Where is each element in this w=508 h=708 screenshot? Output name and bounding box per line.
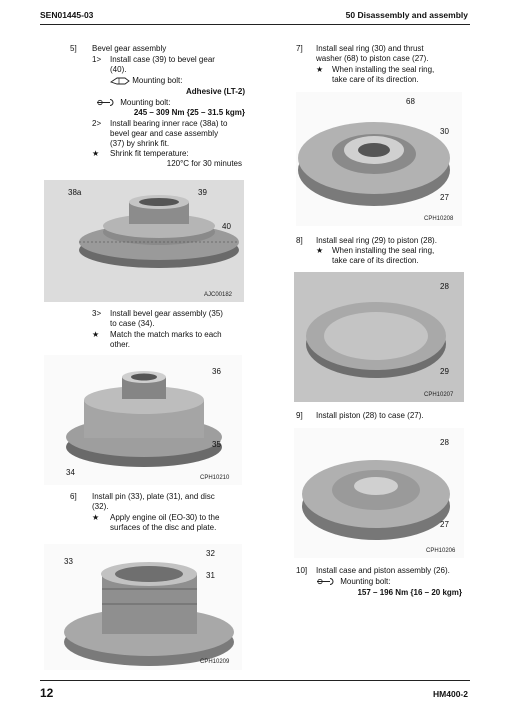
figure-seal-ring-thrust-washer: 68 30 27 CPH10208 (296, 92, 462, 226)
callout-label: 35 (212, 440, 221, 449)
star-note: ★ (316, 65, 324, 74)
callout-label: 39 (198, 188, 207, 197)
callout-label: 28 (440, 438, 449, 447)
callout-label: 36 (212, 367, 221, 376)
substep-text: Install case (39) to bevel gear (110, 55, 215, 64)
step-number: 6] (70, 492, 77, 501)
callout-label: 33 (64, 557, 73, 566)
callout-label: 30 (440, 127, 449, 136)
callout-label: 32 (206, 549, 215, 558)
step-title: Bevel gear assembly (92, 44, 167, 53)
figure-code: CPH10207 (424, 392, 454, 398)
footer-rule (40, 680, 470, 681)
step-number: 9] (296, 411, 303, 420)
mounting-bolt-label: Mounting bolt: (340, 577, 391, 586)
note-text: other. (110, 340, 131, 349)
figure-seal-ring-piston: 28 29 CPH10207 (294, 272, 464, 402)
substep-number: 3> (92, 309, 102, 318)
step-number: 8] (296, 236, 303, 245)
substep-number: 1> (92, 55, 102, 64)
step-text: washer (68) to piston case (27). (316, 54, 429, 63)
figure-code: CPH10208 (424, 216, 454, 222)
figure-bevel-gear-case: 38a 39 40 AJC00182 (44, 180, 244, 302)
callout-label: 28 (440, 282, 449, 291)
figure-code: CPH10210 (200, 475, 230, 481)
step-number: 10] (296, 566, 308, 575)
header-rule (40, 24, 470, 25)
substep-text: (40). (110, 65, 127, 74)
note-text: When installing the seal ring, (332, 246, 435, 255)
note-text: Match the match marks to each (110, 330, 222, 339)
step-text: Install piston (28) to case (27). (316, 411, 424, 420)
section-title: 50 Disassembly and assembly (345, 10, 468, 20)
wrench-icon (97, 99, 114, 107)
step-number: 7] (296, 44, 303, 53)
note-text: Apply engine oil (EO-30) to the (110, 513, 220, 522)
callout-label: 34 (66, 468, 75, 477)
mounting-bolt-label: Mounting bolt: (132, 76, 183, 85)
star-note: ★ (92, 149, 100, 158)
note-value: 120°C for 30 minutes (166, 159, 242, 168)
mounting-bolt-label: Mounting bolt: (120, 98, 171, 107)
torque-spec: 157 – 196 Nm {16 – 20 kgm} (357, 588, 462, 597)
callout-label: 40 (222, 222, 231, 231)
note-text: take care of its direction. (332, 256, 419, 265)
substep-text: to case (34). (110, 319, 155, 328)
star-note: ★ (316, 246, 324, 255)
note-text: surfaces of the disc and plate. (110, 523, 217, 532)
step-number: 5] (70, 44, 77, 53)
model-name: HM400-2 (433, 689, 468, 699)
callout-label: 31 (206, 571, 215, 580)
callout-label: 38a (68, 188, 82, 197)
substep-text: Install bearing inner race (38a) to (110, 119, 228, 128)
figure-code: CPH10206 (426, 548, 456, 554)
substep-text: (37) by shrink fit. (110, 139, 170, 148)
substep-number: 2> (92, 119, 102, 128)
figure-pin-plate-disc: 33 32 31 CPH10209 (44, 544, 242, 670)
adhesive-spec: Adhesive (LT-2) (186, 87, 245, 96)
wrench-icon (317, 578, 334, 586)
note-text: Shrink fit temperature: (110, 149, 189, 158)
callout-label: 29 (440, 367, 449, 376)
document-id: SEN01445-03 (40, 10, 94, 20)
adhesive-tube-icon (110, 77, 130, 85)
step-text: Install case and piston assembly (26). (316, 566, 450, 575)
torque-line: Mounting bolt: (96, 98, 171, 109)
star-note: ★ (92, 330, 100, 339)
star-note: ★ (92, 513, 100, 522)
torque-spec: 245 – 309 Nm {25 – 31.5 kgm} (133, 108, 245, 117)
adhesive-line: Mounting bolt: (110, 76, 183, 87)
step-text: Install seal ring (30) and thrust (316, 44, 424, 53)
step-text: Install seal ring (29) to piston (28). (316, 236, 437, 245)
note-text: take care of its direction. (332, 75, 419, 84)
callout-label: 68 (406, 97, 415, 106)
callout-label: 27 (440, 193, 449, 202)
step-text: (32). (92, 502, 109, 511)
substep-text: bevel gear and case assembly (110, 129, 219, 138)
substep-text: Install bevel gear assembly (35) (110, 309, 223, 318)
figure-code: CPH10209 (200, 659, 230, 665)
figure-code: AJC00182 (204, 292, 233, 298)
step-text: Install pin (33), plate (31), and disc (92, 492, 215, 501)
page-number: 12 (40, 686, 54, 700)
note-text: When installing the seal ring, (332, 65, 435, 74)
torque-line: Mounting bolt: (316, 577, 391, 588)
figure-bevel-gear-to-case: 36 35 34 CPH10210 (44, 355, 242, 485)
figure-piston-to-case: 28 27 CPH10206 (294, 428, 464, 558)
callout-label: 27 (440, 520, 449, 529)
